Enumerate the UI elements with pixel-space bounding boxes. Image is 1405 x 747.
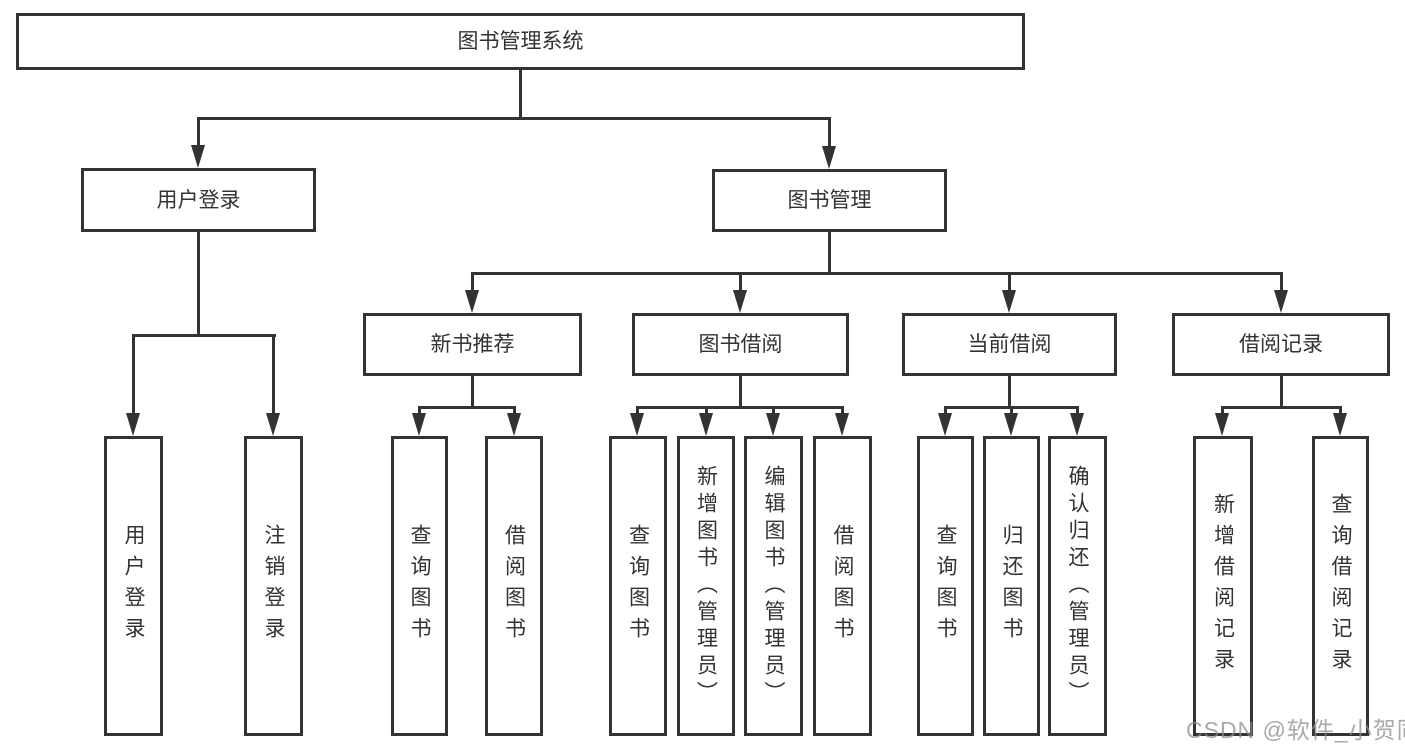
connector-records-branch [1221,406,1342,409]
connector-arrow-leaf-user-login [126,334,140,436]
node-leaf-logout-label: 注销登录 [262,524,285,648]
node-user-login-label: 用户登录 [156,188,241,212]
node-root-label: 图书管理系统 [457,30,584,53]
connector-records-stem [1280,376,1283,409]
connector-arrow-user-login [191,117,205,168]
connector-current-stem [1008,376,1011,409]
node-leaf-cb-confirm-label: 确认归还（管理员） [1066,464,1089,708]
node-records: 借阅记录 [1172,313,1390,376]
node-records-label: 借阅记录 [1239,333,1323,356]
connector-book-mgmt-branch [471,272,1282,275]
node-leaf-bb-borrow: 借阅图书 [813,436,872,736]
connector-user-login-stem [197,232,200,336]
connector-arrow-bb-edit [766,406,780,436]
node-leaf-bb-edit-label: 编辑图书（管理员） [762,464,785,708]
connector-arrow-br-add [1215,406,1229,436]
connector-arrow-new-book [465,272,479,313]
node-leaf-user-login-label: 用户登录 [122,524,145,648]
connector-new-book-stem [471,376,474,409]
connector-arrow-bb-query [630,406,644,436]
connector-arrow-book-mgmt [822,117,836,169]
connector-borrow-branch [636,406,844,409]
connector-arrow-br-query [1333,406,1347,436]
connector-root-branch [197,117,831,120]
node-book-mgmt: 图书管理 [712,169,947,232]
node-leaf-bb-query-label: 查询图书 [626,524,650,648]
node-root: 图书管理系统 [16,13,1025,70]
connector-arrow-bb-add [699,406,713,436]
node-leaf-user-login: 用户登录 [104,436,163,736]
connector-book-mgmt-stem [828,232,831,274]
node-book-mgmt-label: 图书管理 [787,189,872,212]
node-leaf-cb-query-label: 查询图书 [934,524,957,648]
node-leaf-cb-return: 归还图书 [983,436,1040,736]
node-leaf-nb-borrow-label: 借阅图书 [502,524,526,648]
node-user-login: 用户登录 [81,168,316,232]
node-leaf-nb-query-label: 查询图书 [408,524,431,648]
node-leaf-cb-query: 查询图书 [917,436,974,736]
node-leaf-cb-return-label: 归还图书 [1000,524,1023,648]
connector-arrow-cb-confirm [1070,406,1084,436]
node-leaf-cb-confirm: 确认归还（管理员） [1048,436,1107,736]
connector-root-stem [519,69,522,119]
connector-arrow-nb-borrow [507,406,521,436]
node-current: 当前借阅 [902,313,1117,376]
node-leaf-br-query: 查询借阅记录 [1312,436,1369,736]
node-leaf-bb-edit: 编辑图书（管理员） [744,436,803,736]
node-new-book: 新书推荐 [363,313,582,376]
node-leaf-nb-borrow: 借阅图书 [485,436,543,736]
connector-arrow-current [1002,272,1016,313]
node-leaf-bb-add-label: 新增图书（管理员） [694,464,718,708]
node-leaf-logout: 注销登录 [244,436,303,736]
node-leaf-bb-query: 查询图书 [609,436,667,736]
connector-arrow-nb-query [412,406,426,436]
connector-borrow-stem [739,376,742,409]
node-leaf-br-add: 新增借阅记录 [1193,436,1253,736]
node-current-label: 当前借阅 [967,333,1052,356]
connector-arrow-records [1274,272,1288,313]
node-leaf-br-add-label: 新增借阅记录 [1211,493,1235,679]
node-leaf-bb-add: 新增图书（管理员） [677,436,735,736]
node-leaf-br-query-label: 查询借阅记录 [1329,493,1352,679]
connector-arrow-bb-borrow [835,406,849,436]
connector-arrow-borrow [733,272,747,313]
node-leaf-bb-borrow-label: 借阅图书 [831,524,854,648]
csdn-watermark: CSDN @软件_小贺同学 [1186,717,1405,743]
node-new-book-label: 新书推荐 [430,333,515,356]
connector-arrow-leaf-logout [266,334,280,436]
node-borrow: 图书借阅 [632,313,849,376]
node-leaf-nb-query: 查询图书 [391,436,448,736]
connector-arrow-cb-query [938,406,952,436]
node-borrow-label: 图书借阅 [698,333,783,356]
connector-user-login-branch [132,334,276,337]
connector-new-book-branch [418,406,516,409]
connector-arrow-cb-return [1004,406,1018,436]
